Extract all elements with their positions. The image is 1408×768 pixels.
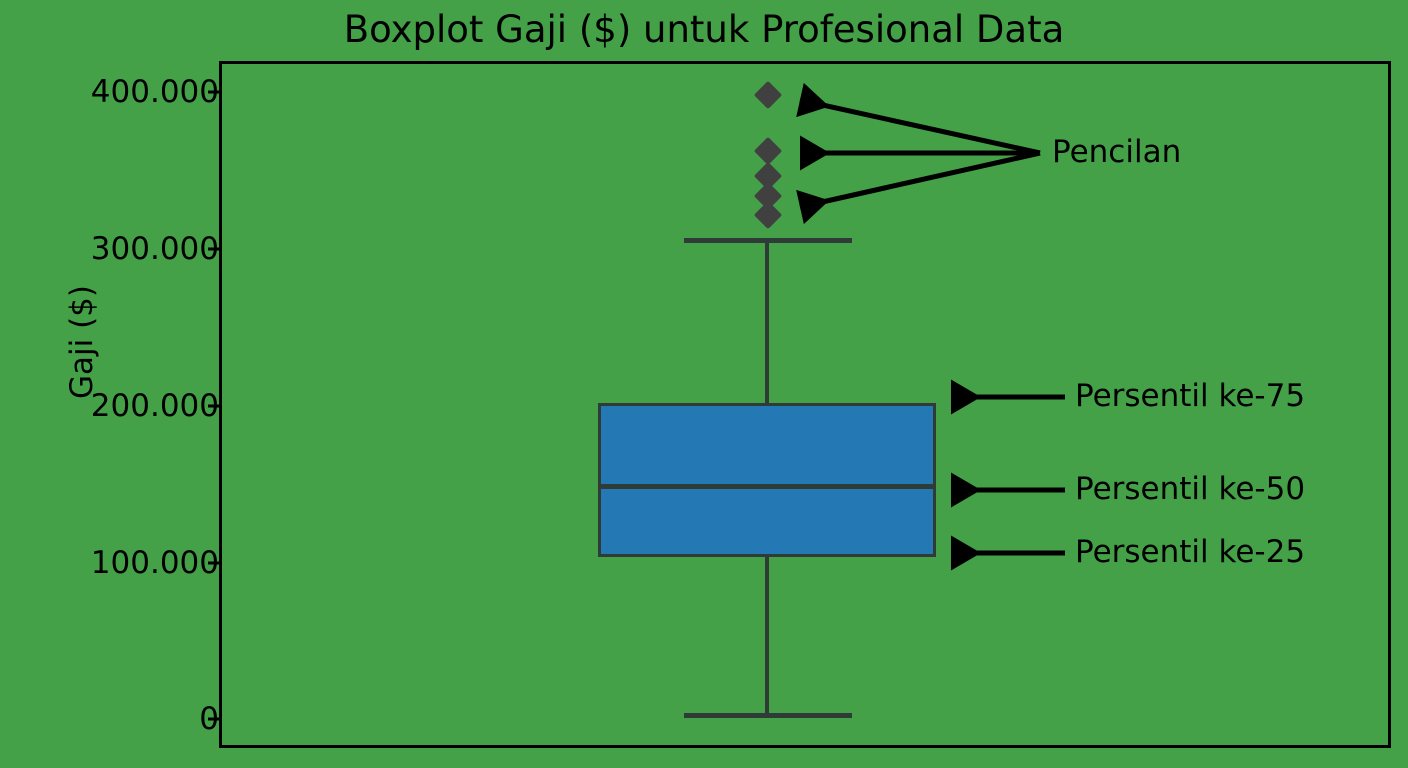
box-iqr bbox=[598, 403, 936, 557]
y-axis-tick-group: 400.000 300.000 200.000 100.000 0 bbox=[0, 0, 219, 768]
annotation-label-persentil-75: Persentil ke-75 bbox=[1075, 378, 1306, 414]
y-tick-mark bbox=[208, 404, 219, 408]
whisker-upper-cap bbox=[684, 238, 852, 243]
y-tick-mark bbox=[208, 717, 219, 721]
chart-title: Boxplot Gaji ($) untuk Profesional Data bbox=[343, 8, 1065, 51]
annotation-label-persentil-50: Persentil ke-50 bbox=[1075, 471, 1306, 507]
whisker-lower-cap bbox=[684, 713, 852, 718]
y-tick-mark bbox=[208, 90, 219, 94]
y-tick-label: 100.000 bbox=[90, 545, 219, 581]
annotation-label-pencilan: Pencilan bbox=[1052, 134, 1182, 170]
median-line bbox=[598, 484, 936, 489]
whisker-lower-stem bbox=[765, 557, 769, 715]
whisker-upper-stem bbox=[765, 240, 769, 403]
y-tick-label: 200.000 bbox=[90, 388, 219, 424]
y-tick-label: 400.000 bbox=[90, 74, 219, 110]
y-tick-label: 300.000 bbox=[90, 231, 219, 267]
y-tick-label: 0 bbox=[199, 701, 219, 737]
plot-area-frame bbox=[219, 61, 1391, 748]
annotation-label-persentil-25: Persentil ke-25 bbox=[1075, 534, 1306, 570]
y-tick-mark bbox=[208, 247, 219, 251]
y-tick-mark bbox=[208, 561, 219, 565]
